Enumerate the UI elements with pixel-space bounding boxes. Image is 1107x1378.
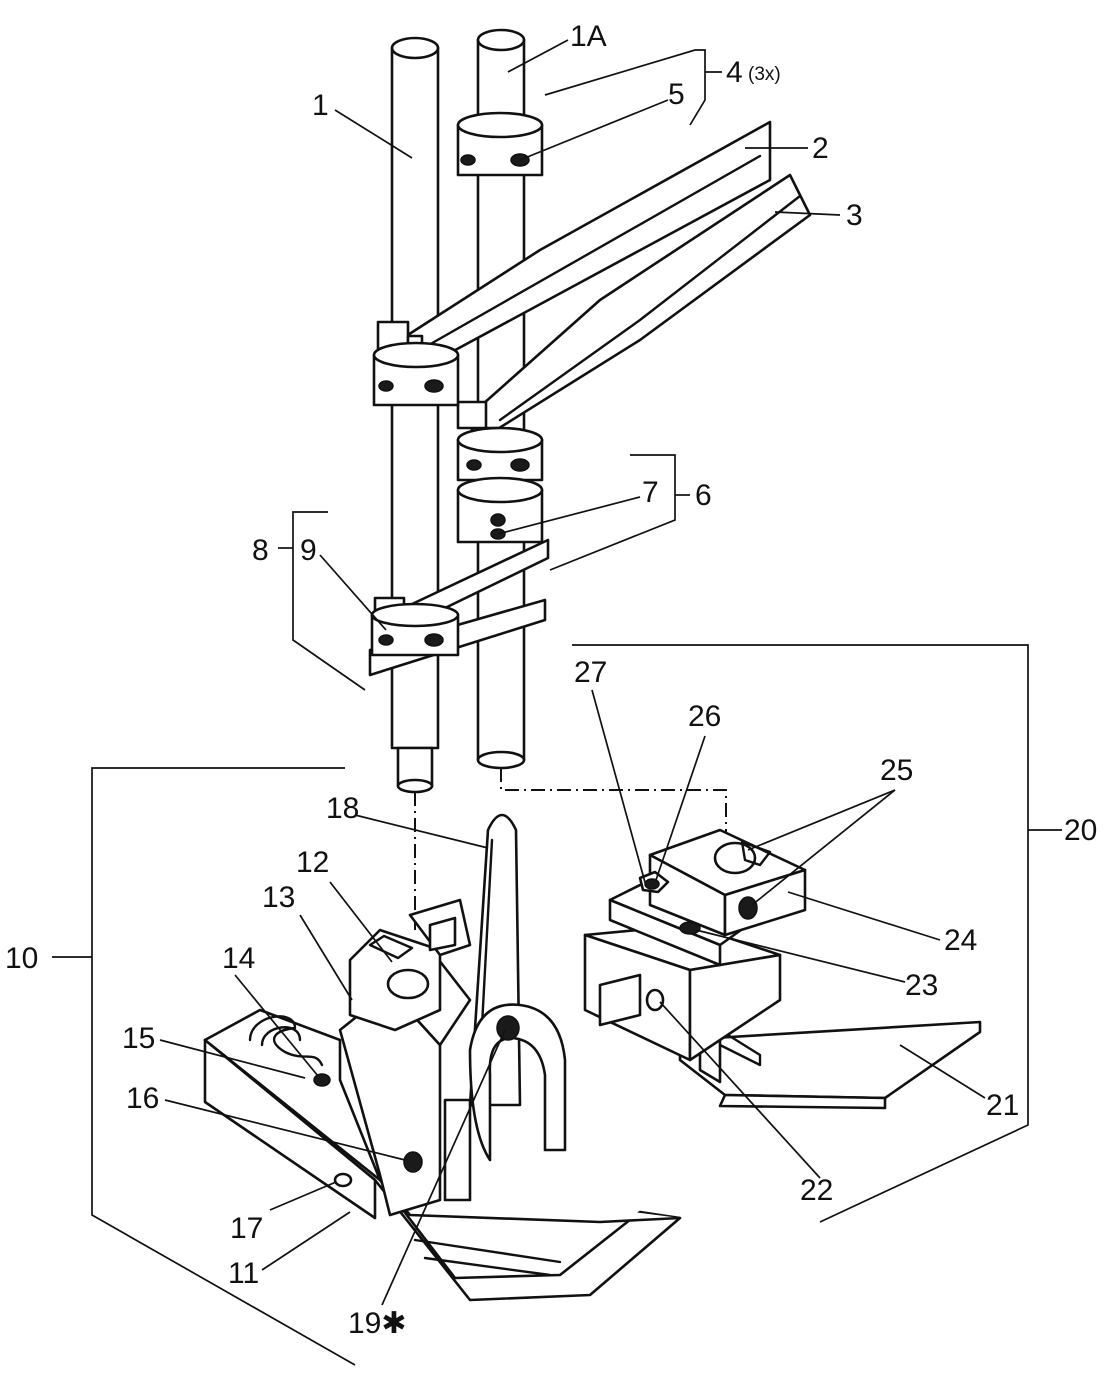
leader-16 bbox=[164, 1099, 406, 1161]
collar-7 bbox=[456, 476, 544, 544]
label-25: 25 bbox=[880, 754, 913, 787]
bracket-8 bbox=[368, 538, 550, 677]
label-20: 20 bbox=[1064, 814, 1097, 847]
label-6: 6 bbox=[695, 479, 712, 512]
label-23: 23 bbox=[905, 969, 938, 1002]
bracket-line-4 bbox=[544, 49, 706, 126]
label-4-multiplier: (3x) bbox=[748, 64, 781, 85]
label-1: 1 bbox=[312, 89, 329, 122]
leader-11 bbox=[261, 1211, 351, 1271]
leader-25b bbox=[751, 789, 896, 906]
bracket-line-6 bbox=[549, 454, 676, 571]
collar-right-lower bbox=[456, 426, 544, 482]
leader-23 bbox=[695, 929, 906, 983]
label-24: 24 bbox=[944, 924, 977, 957]
label-2: 2 bbox=[812, 132, 829, 165]
label-26: 26 bbox=[688, 700, 721, 733]
leader-7 bbox=[497, 496, 641, 535]
label-15: 15 bbox=[122, 1022, 155, 1055]
label-4: 4 bbox=[726, 56, 743, 89]
leader-25a bbox=[747, 789, 896, 851]
label-21: 21 bbox=[986, 1089, 1019, 1122]
label-22: 22 bbox=[800, 1174, 833, 1207]
label-13: 13 bbox=[262, 881, 295, 914]
label-10: 10 bbox=[5, 942, 38, 975]
label-8: 8 bbox=[252, 534, 269, 567]
label-3: 3 bbox=[846, 199, 863, 232]
label-7: 7 bbox=[642, 476, 659, 509]
label-1a: 1A bbox=[570, 20, 607, 53]
leader-19 bbox=[381, 1029, 506, 1306]
leader-14 bbox=[234, 974, 319, 1077]
label-16: 16 bbox=[126, 1082, 159, 1115]
leader-9 bbox=[319, 554, 387, 631]
label-9: 9 bbox=[300, 534, 317, 567]
leader-22 bbox=[659, 1001, 821, 1179]
presser-foot-10 bbox=[203, 813, 682, 1302]
leader-18 bbox=[354, 814, 489, 849]
leader-1 bbox=[334, 109, 413, 159]
label-12: 12 bbox=[296, 846, 329, 879]
leader-3 bbox=[774, 211, 841, 216]
leader-21 bbox=[899, 1044, 986, 1099]
presser-foot-20 bbox=[583, 828, 982, 1110]
leader-17 bbox=[269, 1181, 337, 1211]
leader-27 bbox=[591, 689, 647, 887]
label-14: 14 bbox=[222, 942, 255, 975]
leader-12 bbox=[329, 881, 393, 963]
label-19: 19✱ bbox=[348, 1307, 407, 1340]
label-18: 18 bbox=[326, 792, 359, 825]
label-5: 5 bbox=[668, 78, 685, 111]
leader-15 bbox=[159, 1039, 306, 1079]
label-27: 27 bbox=[574, 656, 607, 689]
leader-13 bbox=[299, 914, 353, 1001]
leader-26 bbox=[655, 735, 706, 881]
left-bar-rod bbox=[390, 36, 440, 794]
leader-5 bbox=[519, 99, 669, 161]
connection-line-right bbox=[500, 768, 727, 845]
bracket-line-10 bbox=[91, 767, 356, 1366]
leader-1a bbox=[507, 39, 569, 73]
label-11: 11 bbox=[228, 1257, 259, 1290]
collar-5 bbox=[456, 111, 544, 177]
label-17: 17 bbox=[230, 1212, 263, 1245]
bracket-line-20 bbox=[572, 644, 1029, 1223]
collar-left-upper bbox=[372, 341, 460, 407]
leader-24 bbox=[787, 891, 941, 941]
bracket-line-8 bbox=[292, 511, 366, 691]
